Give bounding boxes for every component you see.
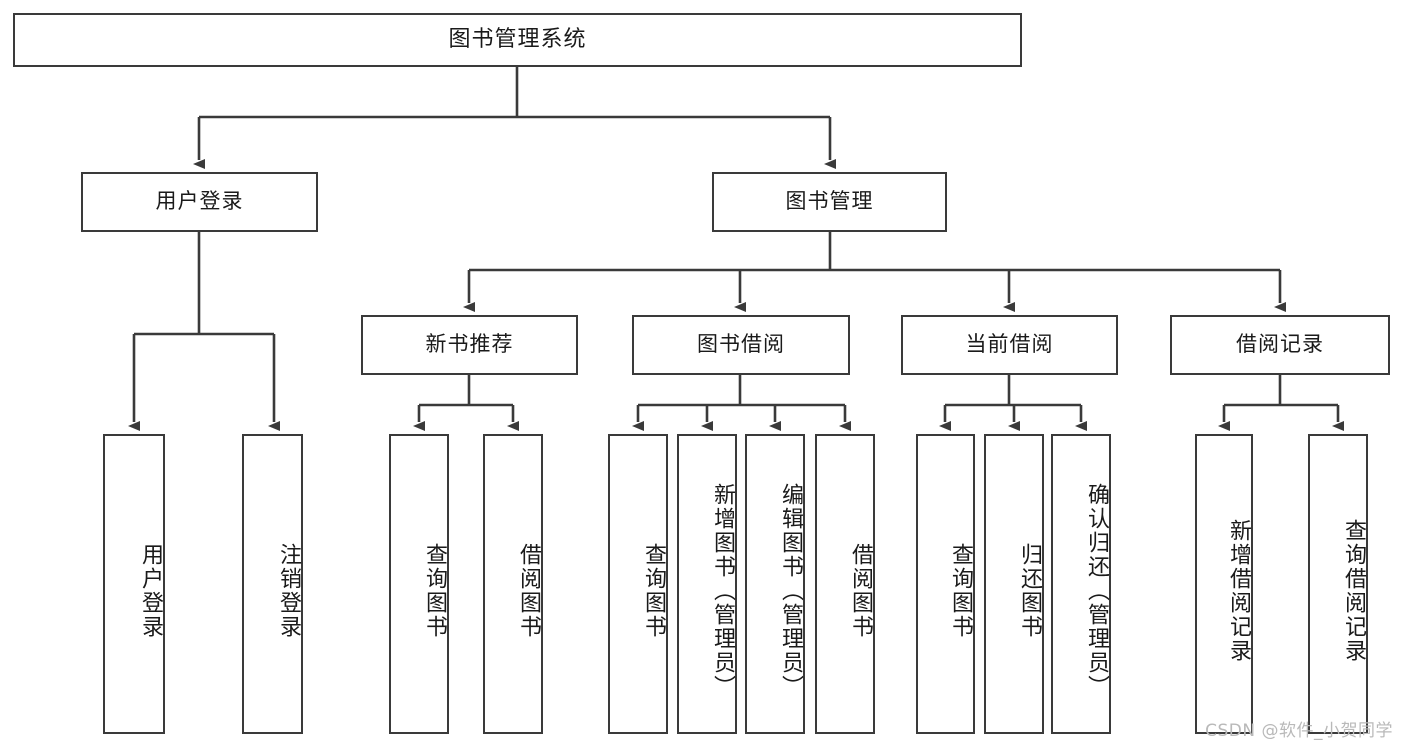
leaf-query-book-recommend-label: 查询图书 xyxy=(422,543,447,639)
node-root[interactable]: 图书管理系统 xyxy=(13,13,1022,67)
node-borrow-record[interactable]: 借阅记录 xyxy=(1170,315,1390,375)
node-new-book-recommend[interactable]: 新书推荐 xyxy=(361,315,578,375)
leaf-return-book-label: 归还图书 xyxy=(1017,543,1042,639)
node-book-borrow-label: 图书借阅 xyxy=(697,332,785,357)
leaf-edit-book-admin-label: 编辑图书（管理员） xyxy=(778,483,803,699)
node-book-management[interactable]: 图书管理 xyxy=(712,172,947,232)
leaf-user-login-label: 用户登录 xyxy=(138,543,163,639)
node-book-borrow[interactable]: 图书借阅 xyxy=(632,315,850,375)
leaf-borrow-book-recommend[interactable]: 借阅图书 xyxy=(483,434,543,734)
leaf-query-book-recommend[interactable]: 查询图书 xyxy=(389,434,449,734)
leaf-user-login[interactable]: 用户登录 xyxy=(103,434,165,734)
leaf-query-book-label: 查询图书 xyxy=(641,543,666,639)
leaf-query-borrow-record[interactable]: 查询借阅记录 xyxy=(1308,434,1368,734)
leaf-query-book[interactable]: 查询图书 xyxy=(608,434,668,734)
node-current-borrow-label: 当前借阅 xyxy=(965,332,1054,357)
node-current-borrow[interactable]: 当前借阅 xyxy=(901,315,1118,375)
leaf-query-book-current[interactable]: 查询图书 xyxy=(916,434,975,734)
leaf-borrow-book-label: 借阅图书 xyxy=(848,543,873,639)
node-borrow-record-label: 借阅记录 xyxy=(1236,332,1324,357)
leaf-borrow-book[interactable]: 借阅图书 xyxy=(815,434,875,734)
leaf-borrow-book-recommend-label: 借阅图书 xyxy=(516,543,541,639)
watermark: CSDN @软件_小贺同学 xyxy=(1205,721,1393,741)
leaf-confirm-return-admin[interactable]: 确认归还（管理员） xyxy=(1051,434,1111,734)
leaf-add-borrow-record[interactable]: 新增借阅记录 xyxy=(1195,434,1253,734)
leaf-logout[interactable]: 注销登录 xyxy=(242,434,303,734)
leaf-return-book[interactable]: 归还图书 xyxy=(984,434,1044,734)
leaf-edit-book-admin[interactable]: 编辑图书（管理员） xyxy=(745,434,805,734)
node-user-login-label: 用户登录 xyxy=(155,189,244,214)
leaf-confirm-return-admin-label: 确认归还（管理员） xyxy=(1084,483,1109,699)
leaf-add-book-admin-label: 新增图书（管理员） xyxy=(710,483,735,699)
leaf-add-book-admin[interactable]: 新增图书（管理员） xyxy=(677,434,737,734)
leaf-add-borrow-record-label: 新增借阅记录 xyxy=(1226,519,1251,663)
node-new-book-recommend-label: 新书推荐 xyxy=(425,332,514,357)
node-root-label: 图书管理系统 xyxy=(448,26,587,52)
leaf-logout-label: 注销登录 xyxy=(276,543,301,639)
node-book-management-label: 图书管理 xyxy=(785,189,874,214)
node-user-login[interactable]: 用户登录 xyxy=(81,172,318,232)
leaf-query-book-current-label: 查询图书 xyxy=(948,543,973,639)
leaf-query-borrow-record-label: 查询借阅记录 xyxy=(1341,519,1366,663)
